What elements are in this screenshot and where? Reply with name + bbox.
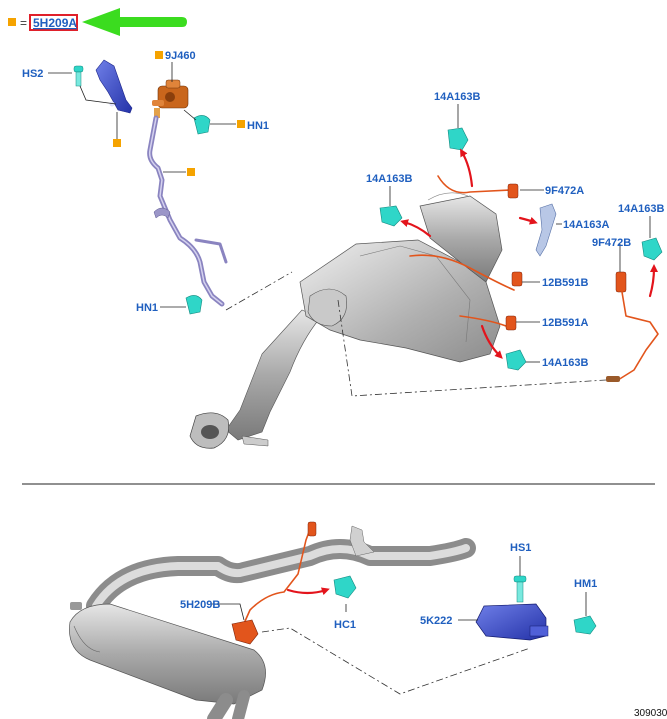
- hn1-clip-top: [193, 115, 211, 135]
- hs2-bolt: [73, 65, 84, 87]
- legend-code[interactable]: 5H209A: [33, 16, 77, 30]
- red-motion-arrow-icon: [518, 216, 538, 225]
- label-hn1-bottom: HN1: [136, 302, 158, 314]
- orange-square-marker-icon: [155, 51, 163, 59]
- label-hs2: HS2: [22, 68, 43, 80]
- connection-line-egr: [225, 271, 293, 311]
- label-9f472b: 9F472B: [592, 237, 631, 249]
- legend: = 5H209A: [8, 8, 187, 36]
- egr-valve: [152, 79, 189, 118]
- hm1-nut: [573, 615, 597, 635]
- red-motion-arrow-icon: [480, 324, 503, 359]
- downpipe: [225, 309, 321, 441]
- label-14a163b-top: 14A163B: [434, 91, 481, 103]
- module-5k222: [475, 603, 547, 641]
- callout-labels: HS2 9J460 HN1 HN1 14A163B 14A163B 9F472A…: [22, 50, 665, 631]
- label-5h209b: 5H209B: [180, 599, 220, 611]
- rear-exhaust-assembly: [69, 521, 597, 719]
- dpf-body: [299, 239, 501, 363]
- clip-14a163b-lower: [505, 349, 527, 371]
- hn1-clip-bottom: [185, 295, 203, 315]
- orange-square-marker-icon: [187, 168, 195, 176]
- label-14a163b-right: 14A163B: [618, 203, 665, 215]
- label-hn1-top: HN1: [247, 120, 269, 132]
- red-motion-arrow-icon: [460, 148, 474, 188]
- hc1-clip: [333, 575, 357, 599]
- red-motion-arrow-icon: [648, 264, 658, 298]
- orange-square-marker-icon: [237, 120, 245, 128]
- red-motion-arrow-icon: [400, 219, 432, 238]
- egr-assembly: [48, 51, 245, 315]
- label-14a163a: 14A163A: [563, 219, 610, 231]
- label-hc1: HC1: [334, 619, 356, 631]
- label-14a163b-left: 14A163B: [366, 173, 413, 185]
- label-hm1: HM1: [574, 578, 597, 590]
- clip-14a163b-left: [379, 205, 403, 227]
- orange-square-marker-icon: [8, 18, 16, 26]
- label-9j460: 9J460: [165, 50, 196, 62]
- label-5k222: 5K222: [420, 615, 452, 627]
- turbo-outlet: [419, 195, 503, 283]
- dpf-assembly: [189, 104, 663, 449]
- label-12b591b: 12B591B: [542, 277, 589, 289]
- red-motion-arrow-icon: [286, 587, 330, 596]
- legend-code-highlight: [29, 14, 78, 31]
- label-12b591a: 12B591A: [542, 317, 589, 329]
- clip-14a163b-right: [641, 237, 663, 261]
- label-9f472a: 9F472A: [545, 185, 584, 197]
- figure-number: 309030: [634, 708, 667, 719]
- legend-equals: =: [20, 16, 27, 30]
- label-14a163b-lower: 14A163B: [542, 357, 589, 369]
- egr-bracket: [95, 59, 133, 114]
- green-arrow-icon: [82, 8, 187, 36]
- label-hs1: HS1: [510, 542, 531, 554]
- clip-14a163b-top: [447, 127, 469, 151]
- rear-muffler: [69, 603, 266, 705]
- orange-square-marker-icon: [113, 139, 121, 147]
